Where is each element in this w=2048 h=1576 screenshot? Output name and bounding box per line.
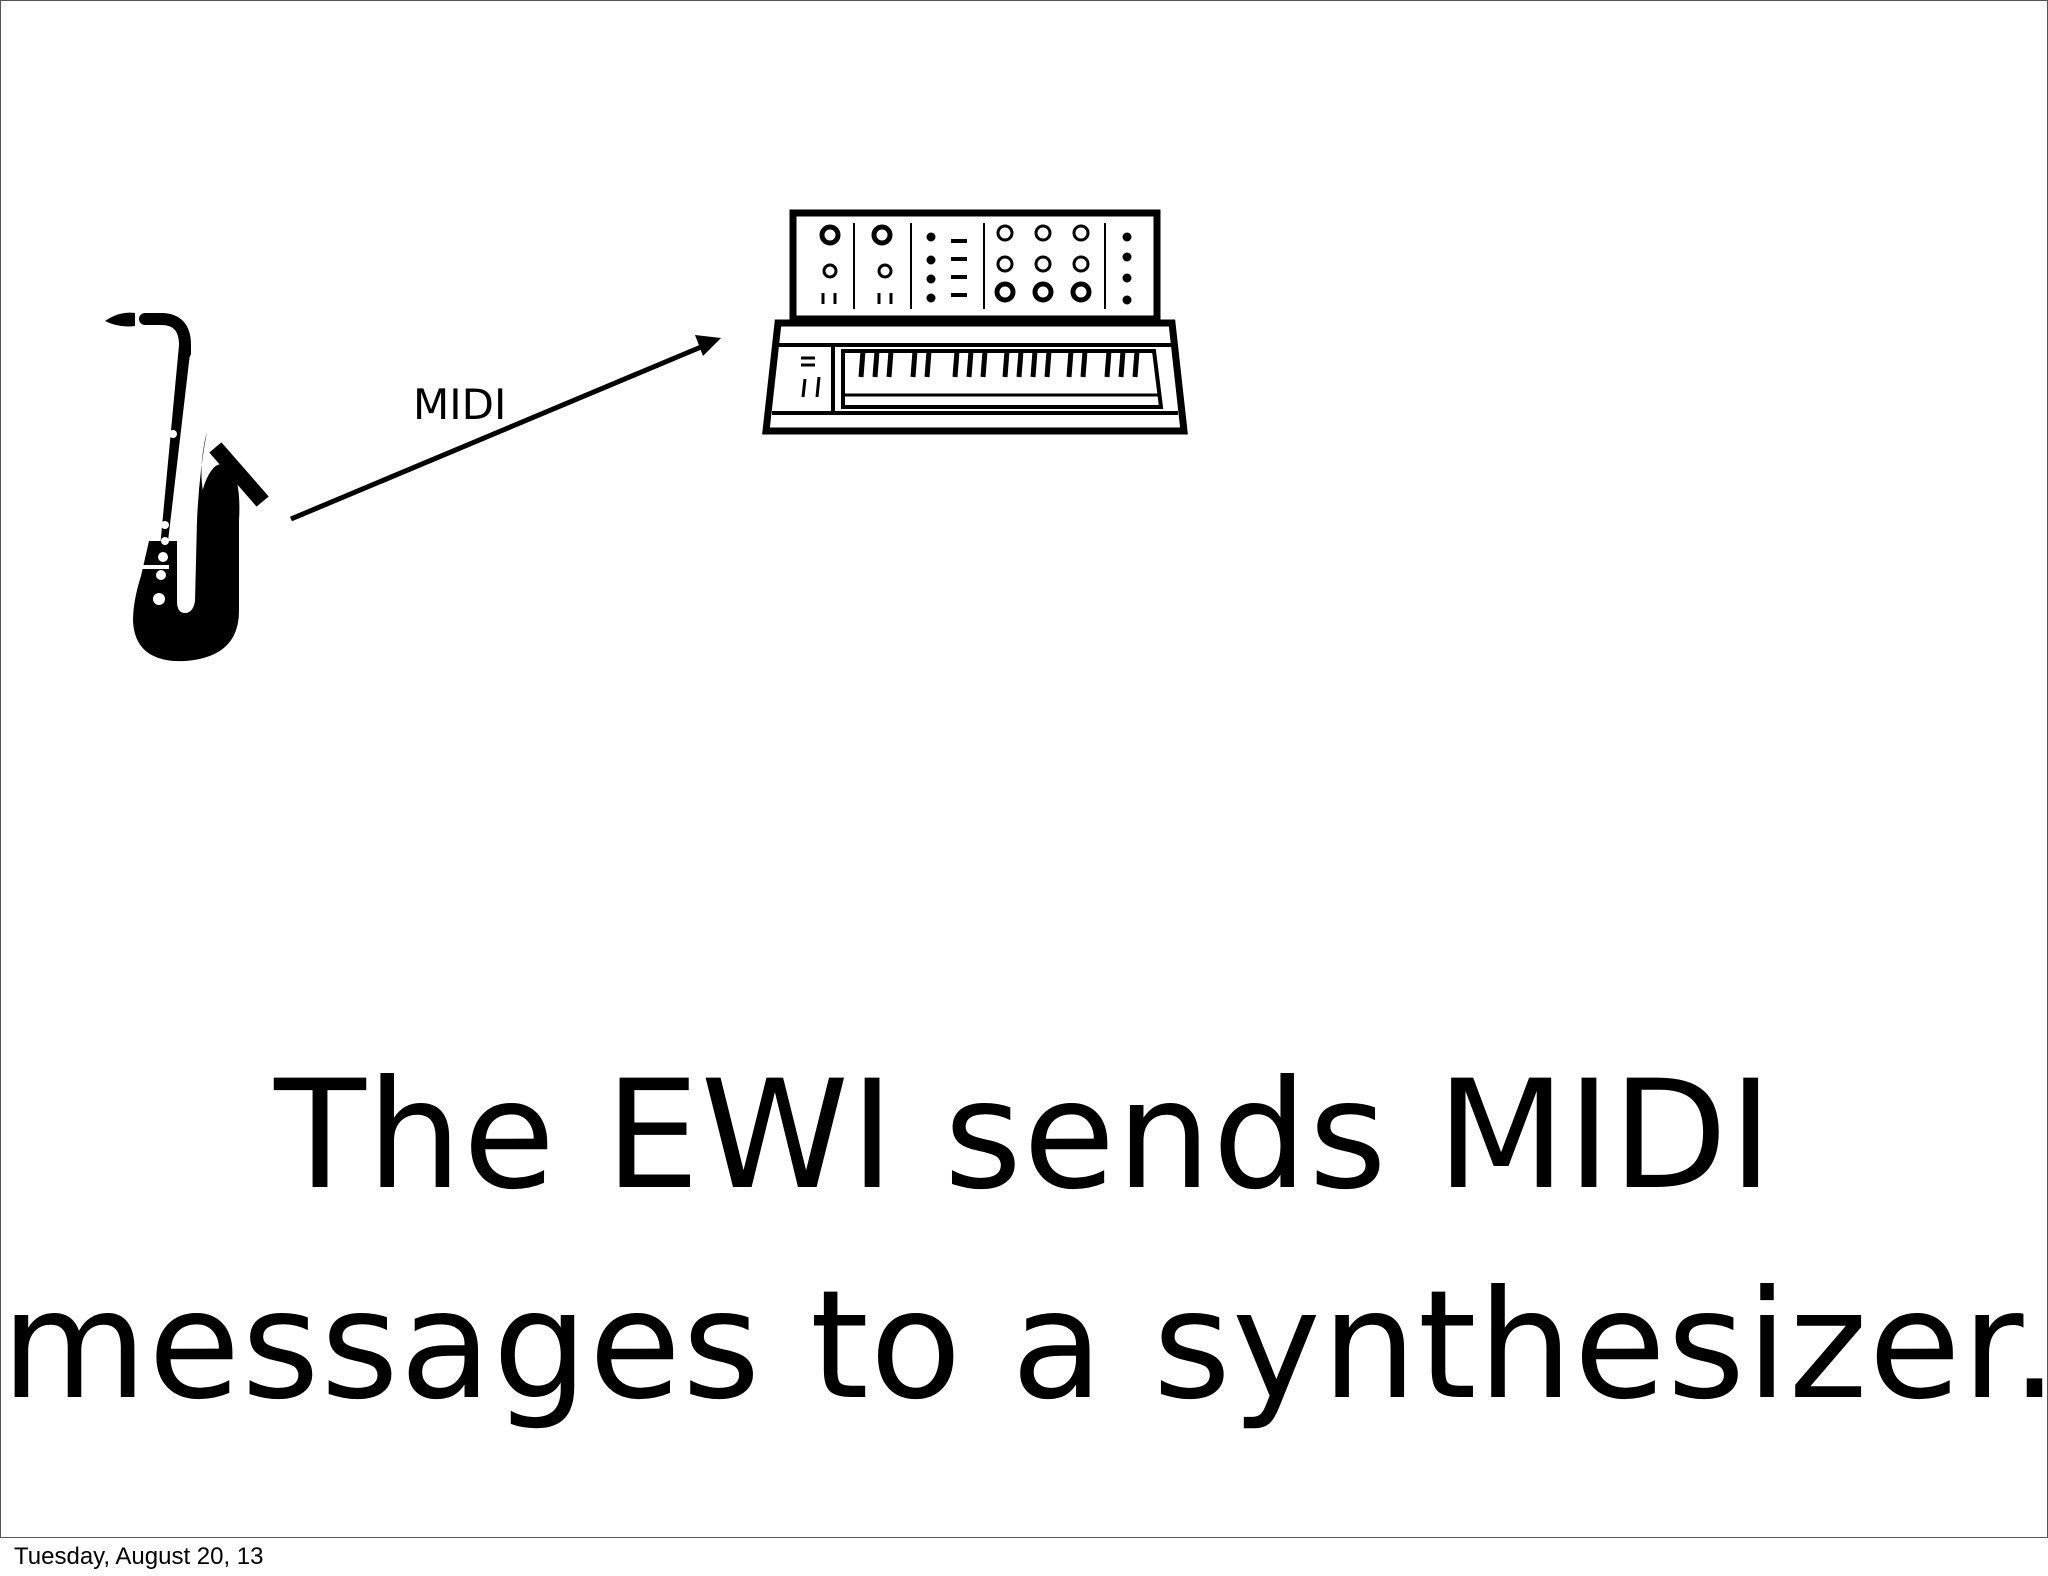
saxophone-icon [105, 312, 269, 662]
headline: The EWI sends MIDI messages to a synthes… [1, 1031, 2047, 1451]
footer-date: Tuesday, August 20, 13 [14, 1543, 264, 1570]
slide: MIDI [0, 0, 2048, 1538]
headline-line-2: messages to a synthesizer. [1, 1259, 2048, 1433]
synthesizer-icon [762, 209, 1188, 435]
diagram: MIDI [105, 209, 1188, 662]
headline-line-1: The EWI sends MIDI [274, 1049, 1774, 1223]
arrow-label: MIDI [413, 380, 506, 429]
arrow-icon [290, 335, 721, 522]
